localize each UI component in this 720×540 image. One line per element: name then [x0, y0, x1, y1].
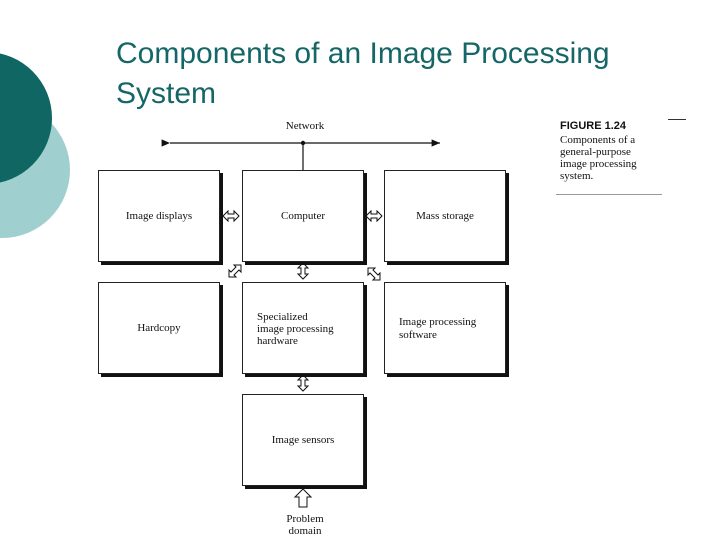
computer-box: Computer	[242, 170, 364, 262]
decoration-circle-dark	[0, 53, 52, 183]
caption-line4: system.	[560, 170, 594, 182]
hardware-sensors-arrow	[296, 374, 310, 392]
software-line2: software	[399, 329, 437, 341]
mass-storage-label: Mass storage	[416, 210, 474, 222]
slide-title-line1: Components of an Image Processing	[116, 37, 610, 70]
hardcopy-box: Hardcopy	[98, 282, 220, 374]
image-displays-box: Image displays	[98, 170, 220, 262]
software-line1: Image processing	[399, 316, 477, 328]
network-label: Network	[285, 120, 325, 132]
problem-domain-arrow	[293, 488, 313, 508]
problem-domain-line2: domain	[288, 525, 322, 537]
computer-storage-arrow	[365, 209, 383, 223]
computer-label: Computer	[281, 210, 325, 222]
figure-number: FIGURE 1.24	[560, 120, 627, 132]
specialized-line1: Specialized	[257, 311, 308, 323]
computer-software-arrow	[367, 267, 381, 281]
image-displays-label: Image displays	[125, 210, 193, 222]
computer-hardware-arrow	[296, 262, 310, 280]
specialized-line2: image processing	[257, 323, 334, 335]
computer-hardcopy-arrow	[228, 264, 242, 278]
software-label: Image processing software	[399, 316, 476, 342]
caption-line3: image processing	[560, 158, 637, 170]
caption-top-rule	[668, 119, 686, 120]
caption-line1: Components of a	[560, 134, 636, 146]
problem-domain-label: Problem domain	[270, 513, 340, 537]
slide-title: Components of an Image Processing System	[116, 34, 676, 114]
problem-domain-line1: Problem	[286, 513, 324, 525]
image-sensors-box: Image sensors	[242, 394, 364, 486]
mass-storage-box: Mass storage	[384, 170, 506, 262]
image-processing-software-box: Image processing software	[384, 282, 506, 374]
image-sensors-label: Image sensors	[271, 434, 335, 446]
caption-bottom-rule	[556, 194, 662, 195]
hardcopy-label: Hardcopy	[137, 322, 181, 334]
displays-computer-arrow	[222, 209, 240, 223]
slide-decoration	[0, 53, 70, 238]
specialized-hardware-box: Specialized image processing hardware	[242, 282, 364, 374]
specialized-hardware-label: Specialized image processing hardware	[257, 311, 334, 347]
slide-title-line2: System	[116, 77, 217, 110]
caption-line2: general-purpose	[560, 146, 631, 158]
specialized-line3: hardware	[257, 335, 298, 347]
figure-caption: FIGURE 1.24 Components of a general-purp…	[560, 120, 660, 182]
